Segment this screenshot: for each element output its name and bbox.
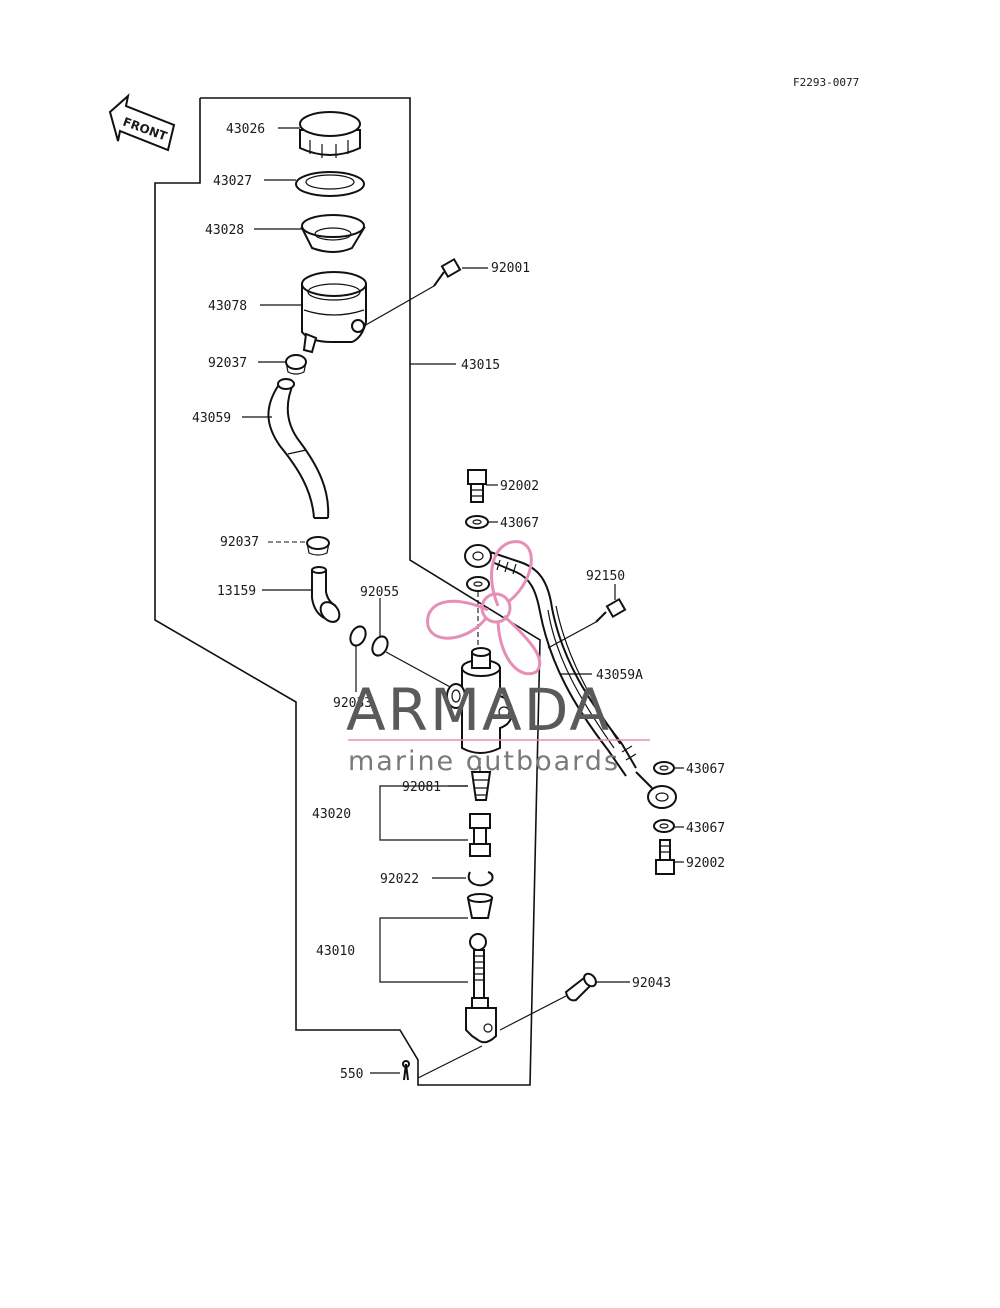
label-92022: 92022 xyxy=(380,872,419,887)
diagram-code: F2293-0077 xyxy=(793,76,859,89)
diaphragm-plate xyxy=(295,171,365,197)
label-13159: 13159 xyxy=(217,584,256,599)
label-92055: 92055 xyxy=(360,585,399,600)
label-43020: 43020 xyxy=(312,807,351,822)
clamp-92037-top xyxy=(285,354,307,375)
label-43059: 43059 xyxy=(192,411,231,426)
label-92037-bottom: 92037 xyxy=(220,535,259,550)
label-43026: 43026 xyxy=(226,122,265,137)
piston-assy xyxy=(469,771,492,857)
clevis-pin xyxy=(499,972,597,1031)
front-arrow-icon: FRONT xyxy=(108,93,176,152)
master-cylinder xyxy=(446,647,514,754)
label-92081: 92081 xyxy=(402,780,441,795)
clamp-92037-bottom xyxy=(306,536,330,556)
elbow-fitting xyxy=(311,566,341,623)
label-550: 550 xyxy=(340,1067,363,1082)
assembly-frame xyxy=(154,97,541,1086)
banjo-bolt-top xyxy=(467,469,487,503)
screw-92001 xyxy=(363,257,462,327)
banjo-bolt-bottom xyxy=(655,839,675,875)
label-43059a: 43059A xyxy=(596,668,643,683)
label-43027: 43027 xyxy=(213,174,252,189)
washer-43067-top xyxy=(465,515,489,529)
leader-92055 xyxy=(385,651,453,689)
label-43078: 43078 xyxy=(208,299,247,314)
label-43067-mid: 43067 xyxy=(686,762,725,777)
washer-43067-mid xyxy=(653,761,675,775)
circlip-92033 xyxy=(349,625,367,647)
label-43010: 43010 xyxy=(316,944,355,959)
watermark: ARMADA marine outboards xyxy=(346,540,650,777)
leader-lines xyxy=(242,127,684,1074)
o-ring-92055 xyxy=(371,635,389,657)
reservoir-cap xyxy=(299,111,361,158)
diaphragm xyxy=(300,214,366,253)
label-92033: 92033 xyxy=(333,696,372,711)
label-43015: 43015 xyxy=(461,358,500,373)
label-92001: 92001 xyxy=(491,261,530,276)
label-43028: 43028 xyxy=(205,223,244,238)
bracket-43010 xyxy=(379,917,468,983)
bolt-92150 xyxy=(547,597,627,649)
watermark-subtitle: marine outboards xyxy=(348,746,620,777)
label-92002-top: 92002 xyxy=(500,479,539,494)
washer-43067-low xyxy=(653,819,675,833)
label-92150: 92150 xyxy=(586,569,625,584)
label-92043: 92043 xyxy=(632,976,671,991)
cotter-pin xyxy=(402,1045,483,1081)
propeller-logo-icon xyxy=(426,540,542,676)
watermark-title: ARMADA xyxy=(346,676,611,744)
circlip-92022 xyxy=(467,871,494,887)
push-rod-assy xyxy=(465,893,497,1044)
reservoir-hose xyxy=(267,378,330,519)
label-92002-bottom: 92002 xyxy=(686,856,725,871)
label-43067-top: 43067 xyxy=(500,516,539,531)
washer-banjo-top xyxy=(466,576,490,592)
reservoir xyxy=(301,271,367,354)
bracket-43020 xyxy=(379,785,468,841)
label-92037-top: 92037 xyxy=(208,356,247,371)
label-43067-low: 43067 xyxy=(686,821,725,836)
